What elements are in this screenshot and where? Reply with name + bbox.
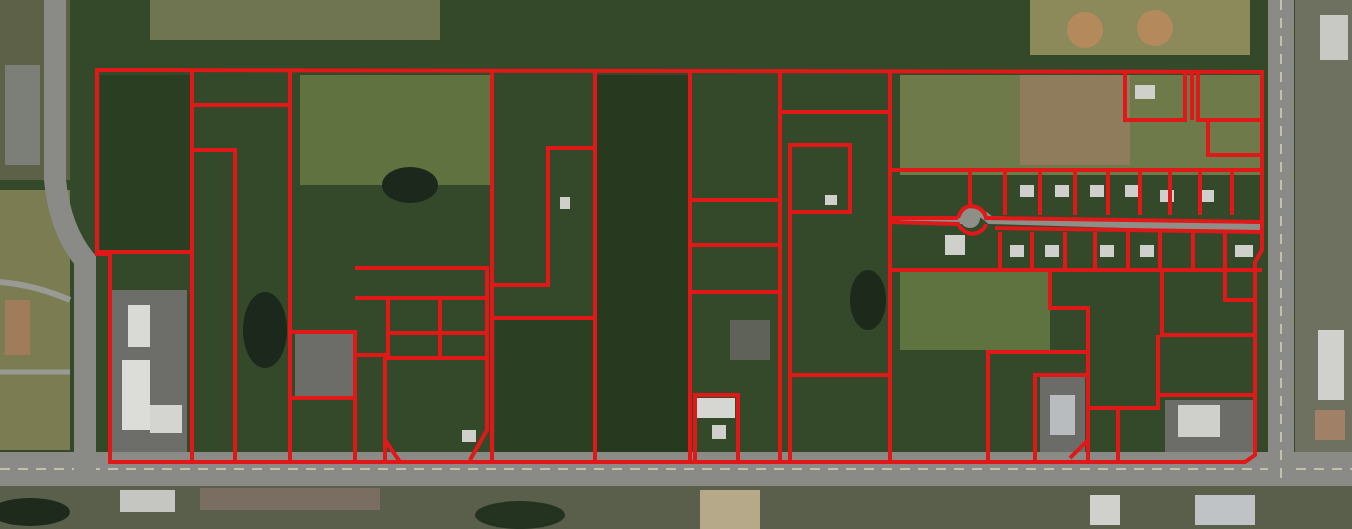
clearing-1 [300,75,490,185]
south-townhomes [200,488,380,510]
grass-area [900,270,1050,350]
house [462,430,476,442]
house [1140,245,1154,257]
house [1010,245,1024,257]
dense-forest-3 [495,320,595,460]
house [1055,185,1069,197]
parcel-line [355,353,387,462]
building-east-2 [1178,405,1220,437]
parcel-line [1068,438,1090,460]
south-lot [700,490,760,529]
house [1045,245,1059,257]
parcel-line [1196,72,1262,122]
parking-lot-2 [295,330,355,400]
south-building-3 [1195,495,1255,525]
parcel-line [1088,335,1160,410]
south-building-1 [120,490,175,512]
east-building-3 [1315,410,1345,440]
building-east-1 [1050,395,1075,435]
building-center [695,398,735,418]
south-pond [0,498,70,526]
ballfield-infield-1 [1067,12,1103,48]
east-building-2 [1320,15,1348,60]
building-west-2 [122,360,150,430]
parcel-line [1160,270,1255,337]
parcel-line [1048,270,1090,462]
parcel-line [383,438,402,464]
parcel-line [1206,120,1262,157]
pond-2 [382,167,438,203]
parcel-line [1033,373,1088,462]
west-buildings [5,65,40,165]
house [1200,190,1214,202]
parcel-line [1223,270,1255,302]
parcel-line [986,350,1088,462]
west-side-road [0,279,72,303]
parcel-line [192,148,237,462]
houses-layer [462,85,1253,442]
pond-3 [850,270,886,330]
south-building-2 [1090,495,1120,525]
building-west-3 [150,405,182,433]
house [1020,185,1034,197]
house [1100,245,1114,257]
parking-lot-5 [730,320,770,360]
house [945,235,965,255]
dense-forest-1 [595,75,690,460]
parcel-line [355,266,489,461]
parcel-line [386,298,487,360]
parcel-line [693,393,740,462]
cul-de-sac [960,208,980,228]
house [1135,85,1155,99]
south-pond-2 [475,501,565,529]
house [1125,185,1139,197]
west-road [44,0,96,529]
open-field-top [150,0,440,40]
house [825,195,837,205]
dense-forest-2 [100,75,190,250]
house [1235,245,1253,257]
pond-1 [243,292,287,368]
parcel-line [788,143,852,462]
ballfield-infield-2 [1137,10,1173,46]
building-west-1 [128,305,150,347]
house [712,425,726,439]
parcel-line [994,226,1263,234]
parcel-lines [95,67,1264,464]
parcel-line [1123,72,1187,122]
parcel-line [956,203,1263,224]
parcel-line [889,220,988,237]
parcel-line [492,146,595,287]
east-development [1295,0,1352,529]
house [560,197,570,209]
house [1090,185,1104,197]
west-dirt-lot [5,300,30,355]
parcel-line [290,330,357,462]
east-building-1 [1318,330,1344,400]
dirt-field [1020,75,1130,165]
